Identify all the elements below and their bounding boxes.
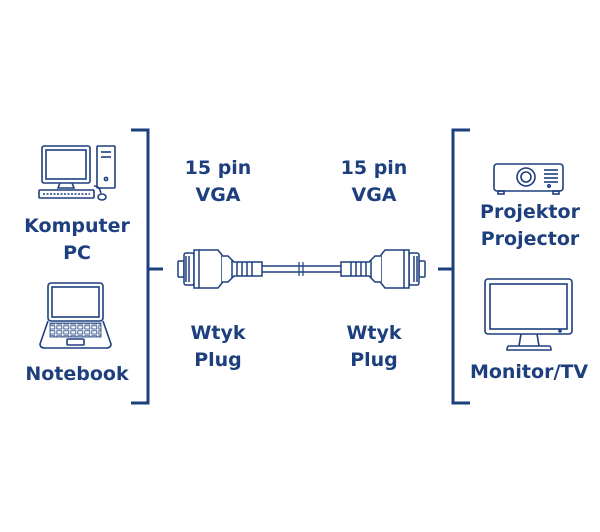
left-pin-label: 15 pin VGA: [178, 155, 258, 209]
left-plug-line2: Plug: [194, 349, 242, 371]
right-pin-line1: 15 pin: [340, 157, 408, 179]
left-pin-line1: 15 pin: [184, 157, 252, 179]
computer-label-line1: Komputer: [24, 215, 130, 237]
projector-label-line2: Projector: [480, 228, 580, 250]
left-plug-label: Wtyk Plug: [178, 320, 258, 374]
notebook-icon: [39, 282, 112, 349]
right-plug-line1: Wtyk: [346, 322, 402, 344]
left-bracket: [131, 128, 163, 405]
projector-label-line1: Projektor: [480, 201, 580, 223]
right-bracket: [438, 128, 470, 405]
right-plug-label: Wtyk Plug: [334, 320, 414, 374]
right-vga-plug-icon: [340, 249, 426, 289]
projector-icon: [493, 163, 564, 195]
notebook-label: Notebook: [25, 363, 129, 385]
projector-label: Projektor Projector: [468, 199, 592, 253]
desktop-computer-icon: [38, 145, 116, 201]
computer-label: Komputer PC: [21, 213, 133, 267]
vga-cable: [262, 262, 345, 276]
monitor-icon: [484, 278, 573, 351]
right-pin-line2: VGA: [351, 184, 397, 206]
right-pin-label: 15 pin VGA: [334, 155, 414, 209]
left-plug-line1: Wtyk: [190, 322, 246, 344]
left-vga-plug-icon: [177, 249, 263, 289]
monitor-label: Monitor/TV: [469, 361, 589, 383]
right-plug-line2: Plug: [350, 349, 398, 371]
computer-label-line2: PC: [63, 242, 91, 264]
left-pin-line2: VGA: [195, 184, 241, 206]
